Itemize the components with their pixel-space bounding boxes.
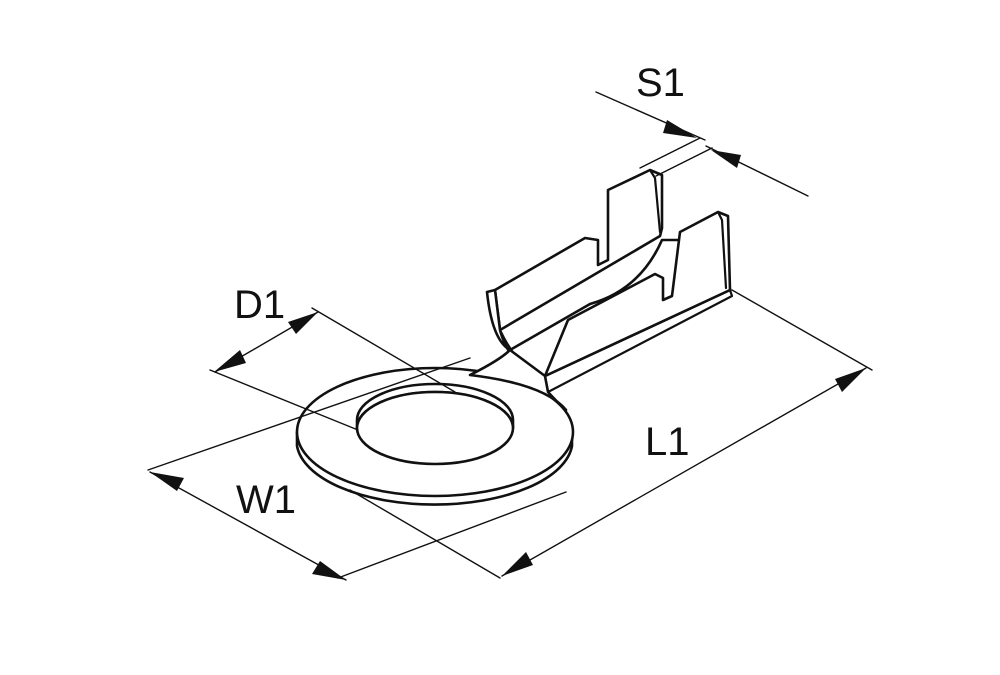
barrel-back-edge <box>648 168 662 234</box>
d1-arrow-lower <box>214 350 246 372</box>
s1-label: S1 <box>636 61 685 105</box>
d1-label: D1 <box>234 283 285 327</box>
s1-arrow-left <box>663 120 697 138</box>
s1-arrow-right <box>711 150 741 168</box>
d1-arrow-upper <box>288 312 318 334</box>
d1-extension-line-2 <box>209 369 359 431</box>
barrel-front-wall <box>543 210 732 378</box>
s1-leader-2 <box>655 147 713 177</box>
l1-arrow-upper <box>835 368 866 392</box>
l1-dimension-line <box>501 367 867 577</box>
l1-extension-line-1 <box>731 289 873 371</box>
d1-extension-line-1 <box>311 307 456 393</box>
barrel-back-wall <box>493 168 664 332</box>
s1-leader-1 <box>639 137 701 169</box>
dimension-l1: L1 <box>349 289 873 579</box>
w1-arrow-left <box>150 472 184 491</box>
w1-arrow-right <box>312 561 346 580</box>
dimension-w1: W1 <box>147 357 567 581</box>
dimension-s1: S1 <box>595 61 809 197</box>
barrel-front-edge <box>716 210 728 290</box>
w1-dimension-line <box>149 471 347 581</box>
ring-terminal <box>295 168 734 506</box>
l1-arrow-lower <box>502 552 533 576</box>
l1-label: L1 <box>645 420 690 464</box>
w1-extension-line-1 <box>147 357 471 471</box>
l1-extension-line-2 <box>349 489 501 579</box>
ring-hole <box>355 390 515 466</box>
dimension-d1: D1 <box>209 283 456 431</box>
w1-extension-line-2 <box>337 491 567 579</box>
w1-label: W1 <box>236 478 296 522</box>
ring-neck <box>468 348 568 412</box>
